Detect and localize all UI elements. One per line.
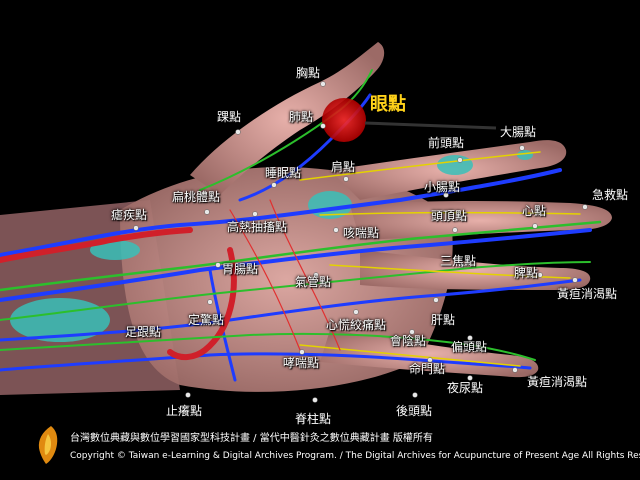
acupoint-label: 哮喘點 — [283, 356, 320, 370]
acupoint-label: 止癢點 — [166, 404, 203, 418]
acupoint-label: 定驚點 — [188, 313, 225, 327]
acupoint-label: 小腸點 — [424, 180, 461, 194]
vessel-layer — [0, 69, 602, 382]
acupoint-label: 黃疸消渴點 — [527, 375, 588, 389]
highlight-pointer — [364, 121, 497, 130]
tendon-layer — [10, 150, 533, 342]
acupoint-label: 高熱抽搐點 — [227, 220, 288, 234]
footer-copyright-en: Copyright © Taiwan e-Learning & Digital … — [70, 451, 640, 461]
acupoint-label: 大腸點 — [500, 125, 537, 139]
acupoint-label: 肩點 — [331, 160, 356, 174]
acupoint-label: 踝點 — [217, 110, 242, 124]
acupoint-label: 足跟點 — [125, 325, 162, 339]
highlight-marker — [322, 98, 366, 142]
acupoint-dots — [133, 81, 588, 403]
acupoint-label: 黃疸消渴點 — [557, 287, 618, 301]
thumb-shape — [190, 42, 385, 195]
acupoint-label: 瘧疾點 — [111, 208, 148, 222]
acupoint-label: 咳喘點 — [343, 226, 380, 240]
acupoint-label: 夜尿點 — [447, 381, 484, 395]
acupoint-label: 前頭點 — [428, 136, 465, 150]
acupoint-label: 後頭點 — [396, 404, 433, 418]
middle-finger-shape — [350, 200, 612, 240]
acupoint-label: 睡眠點 — [265, 166, 302, 180]
acupoint-label: 脊柱點 — [295, 412, 332, 426]
acupoint-label: 命門點 — [409, 362, 446, 376]
taiwan-logo-icon — [34, 424, 62, 466]
acupoint-label: 頭頂點 — [431, 209, 468, 223]
acupoint-label: 三焦點 — [440, 254, 477, 268]
acupoint-label: 氣管點 — [295, 275, 332, 289]
acupoint-label: 心點 — [522, 204, 547, 218]
acupoint-label: 扁桃體點 — [172, 190, 221, 204]
acupoint-label: 心慌絞痛點 — [326, 318, 387, 332]
ring-finger-shape — [360, 250, 591, 290]
acupoint-label: 會陰點 — [390, 334, 427, 348]
acupoint-label: 胃腸點 — [222, 262, 259, 276]
acupoint-label: 急救點 — [592, 188, 629, 202]
acupoint-label: 脾點 — [514, 266, 539, 280]
footer-copyright-zh: 台灣數位典藏與數位學習國家型科技計畫 / 當代中醫針灸之數位典藏計畫 版權所有 — [70, 433, 433, 444]
highlight-label: 眼點 — [370, 94, 406, 115]
acupoint-label: 肺點 — [289, 110, 314, 124]
acupoint-label: 偏頭點 — [451, 340, 488, 354]
acupoint-label: 胸點 — [296, 66, 321, 80]
acupoint-label: 肝點 — [431, 313, 456, 327]
